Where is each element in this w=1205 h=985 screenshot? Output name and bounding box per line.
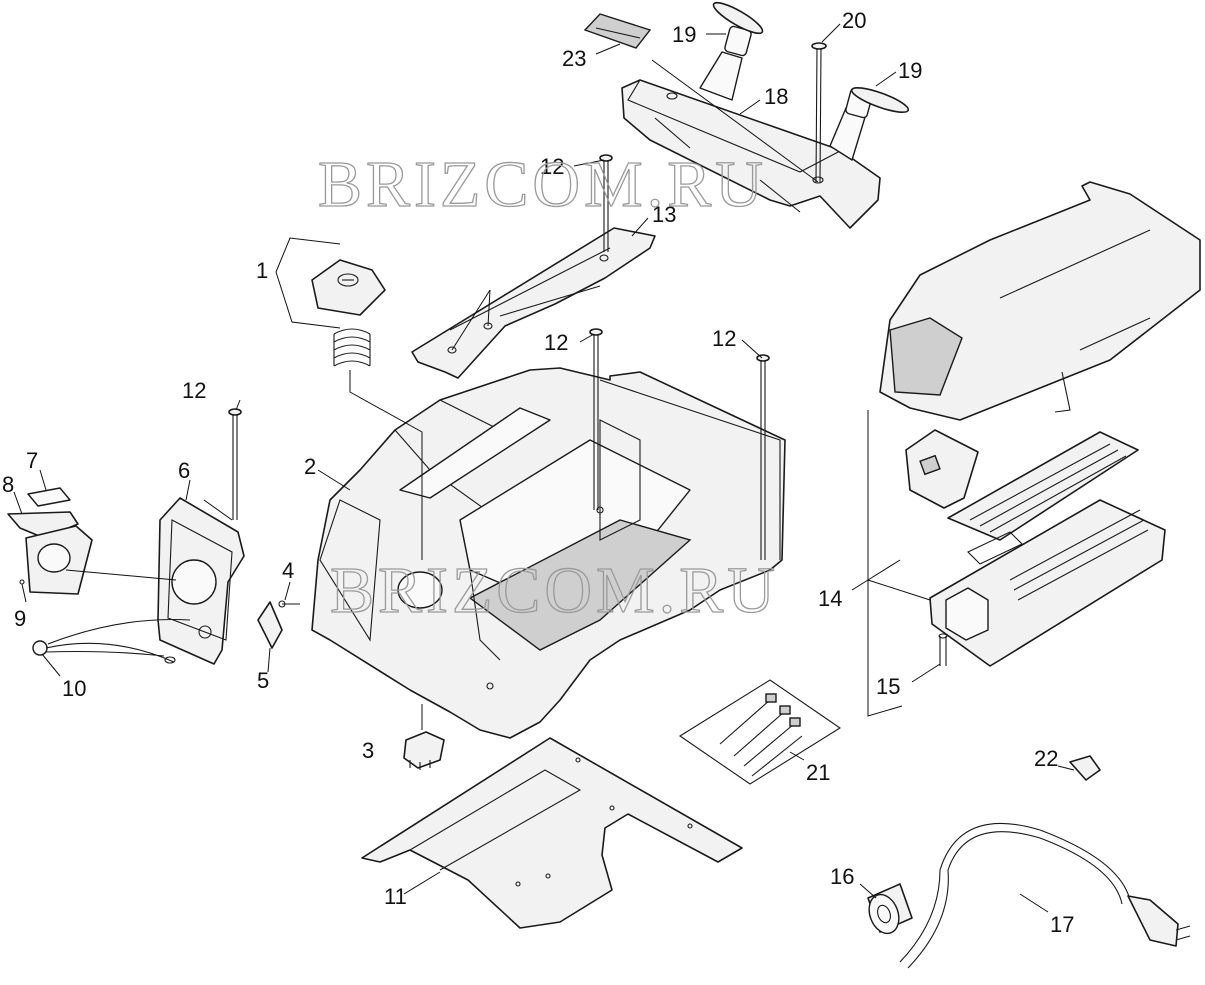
part-2-main-housing (311, 367, 786, 739)
callout-19b: 19 (898, 58, 922, 83)
part-3-switch (403, 731, 445, 770)
callout-12c: 12 (712, 326, 736, 351)
part-12-screw-left (228, 408, 242, 520)
leader-lines (13, 23, 1075, 913)
part-14-switch-cap (905, 429, 979, 509)
callout-8: 8 (2, 472, 14, 497)
callout-15: 15 (876, 674, 900, 699)
callout-23: 23 (562, 46, 586, 71)
callout-7: 7 (26, 448, 38, 473)
part-14-side-cover (879, 181, 1201, 421)
callout-12b: 12 (544, 330, 568, 355)
part-1-spring (333, 328, 371, 367)
part-19-knob-right (829, 87, 910, 161)
part-10-cable (32, 618, 191, 664)
callout-11: 11 (384, 884, 407, 909)
part-12-screw-mid (589, 328, 603, 510)
part-6-front-panel (157, 497, 245, 665)
callout-14: 14 (818, 586, 842, 611)
watermark-top: BRIZCOM.RU (318, 148, 767, 221)
callout-5: 5 (257, 668, 269, 693)
callout-9: 9 (14, 606, 26, 631)
callout-6: 6 (178, 458, 190, 483)
part-21-wire-set (678, 679, 842, 785)
part-11-base-plate (361, 737, 743, 929)
part-22-clip (1069, 755, 1101, 781)
part-20-long-screw (811, 42, 827, 183)
part-1-cap (311, 259, 386, 316)
part-7-label (27, 487, 71, 507)
part-9-socket-body (19, 525, 93, 595)
callout-1: 1 (256, 258, 268, 283)
callout-4: 4 (282, 558, 294, 583)
callout-12d: 12 (182, 378, 206, 403)
part-5-clip (257, 601, 283, 649)
callout-2: 2 (304, 454, 316, 479)
callout-19a: 19 (672, 22, 696, 47)
callout-13: 13 (652, 202, 676, 227)
part-16-tape-roll (867, 883, 913, 935)
callout-17: 17 (1050, 912, 1074, 937)
part-4-pin (278, 600, 300, 608)
part-19-knob-left (699, 1, 764, 101)
callout-10: 10 (62, 676, 86, 701)
callout-3: 3 (362, 738, 374, 763)
callout-labels: 1 2 3 4 5 6 7 8 9 10 11 12 12 12 12 13 1… (2, 8, 1074, 937)
callout-21: 21 (806, 760, 830, 785)
part-12-screw-top (599, 154, 613, 252)
callout-22: 22 (1034, 746, 1058, 771)
callout-16: 16 (830, 864, 854, 889)
part-14-heater-board (929, 499, 1166, 667)
watermarks: BRIZCOM.RU BRIZCOM.RU (317, 147, 779, 627)
callout-12a: 12 (540, 154, 564, 179)
part-17-power-cord (899, 822, 1191, 969)
part-23-label (583, 13, 652, 49)
part-15-pin (938, 633, 948, 666)
callout-18: 18 (764, 84, 788, 109)
part-13-cover-strip (411, 227, 656, 379)
callout-20: 20 (842, 8, 866, 33)
part-14-grill (947, 431, 1139, 541)
watermark-bottom: BRIZCOM.RU (330, 554, 779, 627)
